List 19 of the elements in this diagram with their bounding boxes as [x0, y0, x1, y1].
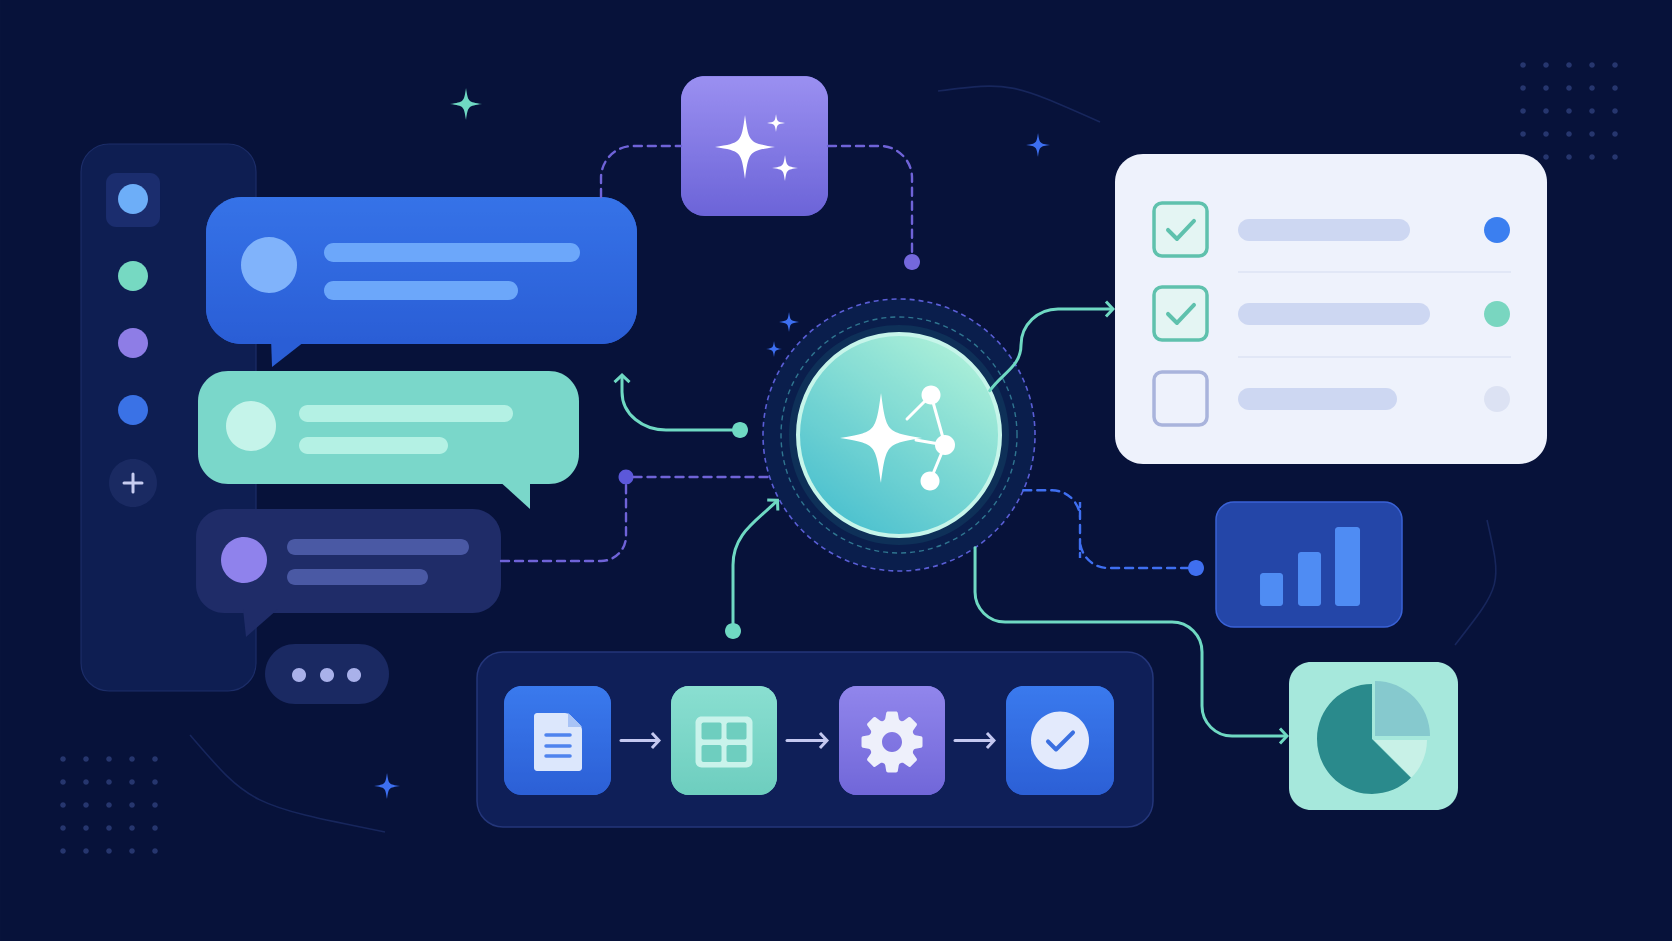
connector-dot [725, 623, 741, 639]
arrow [953, 731, 996, 749]
dashed-line [826, 144, 914, 256]
dashed-line [632, 475, 771, 479]
arrow [785, 731, 829, 749]
hub-circle [762, 298, 1036, 572]
sparkle-tile [681, 76, 828, 216]
dashed-line [499, 483, 628, 563]
arrow [619, 731, 661, 749]
arrow [988, 300, 1115, 393]
arrow [731, 498, 780, 625]
arrow [973, 546, 1289, 745]
typing-bubble [265, 644, 389, 704]
connector-dot [904, 254, 920, 270]
arrow [613, 373, 734, 432]
dashed-line [1022, 489, 1190, 570]
dashed-line [599, 144, 683, 199]
connector-dot [1188, 560, 1204, 576]
connector-dot [618, 469, 634, 485]
